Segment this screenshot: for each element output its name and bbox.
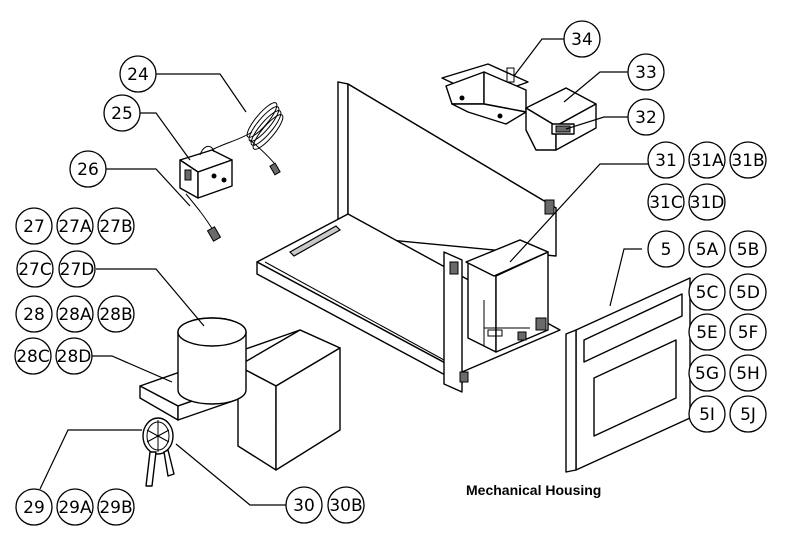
callout-label: 30 bbox=[293, 496, 315, 516]
callout-label: 25 bbox=[111, 104, 133, 124]
callout-label: 27 bbox=[23, 217, 45, 237]
part-29-fan bbox=[142, 417, 175, 487]
callout-5a: 5A bbox=[688, 230, 726, 268]
diagram-caption: Mechanical Housing bbox=[466, 482, 601, 498]
callout-31: 31 bbox=[647, 141, 685, 179]
callout-28c: 28C bbox=[14, 337, 52, 375]
callout-5i: 5I bbox=[688, 395, 726, 433]
callout-label: 34 bbox=[571, 30, 593, 50]
callout-label: 5E bbox=[696, 323, 718, 343]
callout-label: 27B bbox=[99, 217, 132, 237]
callout-5h: 5H bbox=[729, 354, 767, 392]
callout-label: 31 bbox=[655, 151, 677, 171]
callout-5b: 5B bbox=[729, 230, 767, 268]
callout-label: 28D bbox=[57, 347, 92, 367]
callout-label: 29 bbox=[23, 498, 45, 518]
callout-label: 29B bbox=[99, 498, 132, 518]
callout-label: 5B bbox=[737, 240, 759, 260]
callout-33: 33 bbox=[627, 53, 665, 91]
callout-25: 25 bbox=[103, 94, 141, 132]
callout-32: 32 bbox=[627, 98, 665, 136]
callout-5g: 5G bbox=[688, 354, 726, 392]
callout-label: 27C bbox=[18, 260, 52, 280]
callout-28b: 28B bbox=[97, 295, 135, 333]
callout-5: 5 bbox=[647, 230, 685, 268]
callout-29a: 29A bbox=[56, 488, 94, 526]
callout-5d: 5D bbox=[729, 273, 767, 311]
callout-31c: 31C bbox=[647, 183, 685, 221]
part-26-cord bbox=[185, 193, 222, 242]
callout-5f: 5F bbox=[729, 313, 767, 351]
callout-34: 34 bbox=[563, 20, 601, 58]
callout-label: 33 bbox=[635, 63, 657, 83]
callout-5c: 5C bbox=[688, 273, 726, 311]
callout-label: 29A bbox=[58, 498, 92, 518]
callout-label: 31D bbox=[690, 193, 725, 213]
callout-label: 24 bbox=[127, 65, 149, 85]
callout-5j: 5J bbox=[729, 395, 767, 433]
callout-label: 26 bbox=[77, 160, 99, 180]
callout-label: 27A bbox=[58, 217, 92, 237]
part-5-grille bbox=[565, 277, 691, 473]
callout-29b: 29B bbox=[97, 488, 135, 526]
callout-label: 5H bbox=[736, 364, 760, 384]
callout-label: 5C bbox=[696, 283, 719, 303]
part-31-compartment bbox=[465, 239, 549, 277]
callout-26: 26 bbox=[69, 150, 107, 188]
callout-30: 30 bbox=[285, 486, 323, 524]
part-24-cord bbox=[246, 102, 284, 176]
callout-5e: 5E bbox=[688, 313, 726, 351]
callout-28a: 28A bbox=[56, 295, 94, 333]
callout-label: 5F bbox=[738, 323, 759, 343]
callout-label: 28C bbox=[16, 347, 50, 367]
callout-label: 5A bbox=[696, 240, 719, 260]
callout-label: 5I bbox=[699, 405, 715, 425]
callout-label: 32 bbox=[635, 108, 657, 128]
callout-31a: 31A bbox=[688, 141, 726, 179]
callout-label: 31B bbox=[731, 151, 764, 171]
part-34-bracket bbox=[441, 63, 529, 125]
callout-27: 27 bbox=[15, 207, 53, 245]
part-25-junction-box bbox=[179, 131, 253, 199]
callout-28: 28 bbox=[15, 295, 53, 333]
callout-27c: 27C bbox=[16, 250, 54, 288]
callout-label: 28A bbox=[58, 305, 92, 325]
callout-label: 28B bbox=[99, 305, 132, 325]
callout-24: 24 bbox=[119, 55, 157, 93]
leader-lines bbox=[39, 38, 654, 506]
callout-label: 5J bbox=[740, 405, 756, 425]
callout-label: 30B bbox=[329, 496, 362, 516]
callout-label: 5G bbox=[695, 364, 719, 384]
callout-31d: 31D bbox=[688, 183, 726, 221]
compressor-assembly bbox=[139, 317, 341, 471]
callout-label: 5D bbox=[736, 283, 760, 303]
part-33-cover bbox=[525, 87, 597, 151]
callout-label: 5 bbox=[661, 240, 672, 260]
callout-29: 29 bbox=[15, 488, 53, 526]
callout-30b: 30B bbox=[327, 486, 365, 524]
callout-label: 31A bbox=[690, 151, 724, 171]
part-32-switch bbox=[551, 123, 575, 135]
callout-label: 28 bbox=[23, 305, 45, 325]
callout-31b: 31B bbox=[729, 141, 767, 179]
callout-27a: 27A bbox=[56, 207, 94, 245]
callout-label: 27D bbox=[60, 260, 95, 280]
callout-27b: 27B bbox=[97, 207, 135, 245]
callout-27d: 27D bbox=[58, 250, 96, 288]
callout-label: 31C bbox=[649, 193, 683, 213]
callout-28d: 28D bbox=[55, 337, 93, 375]
